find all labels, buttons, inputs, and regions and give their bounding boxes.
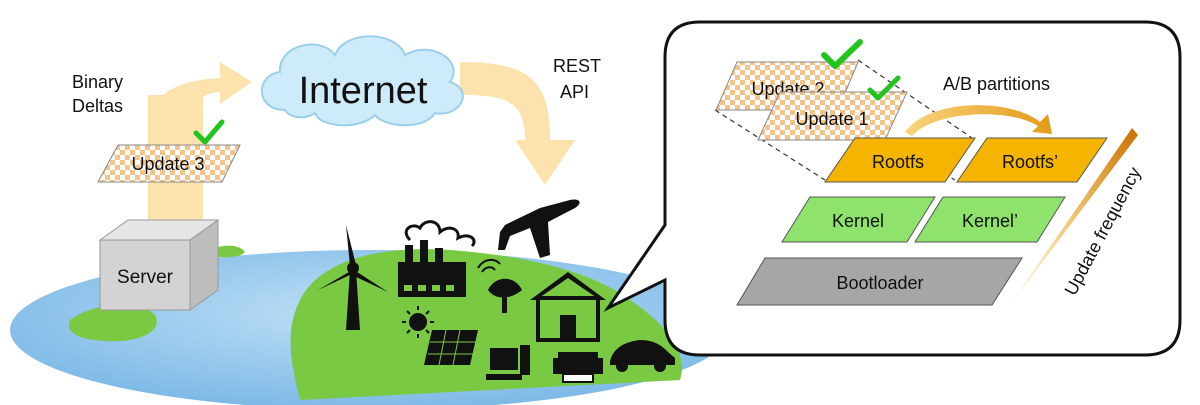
update3-check-icon bbox=[193, 119, 225, 145]
kernel-partition bbox=[781, 196, 936, 243]
rest-api-label: REST API bbox=[553, 56, 606, 102]
update-frequency-wedge bbox=[1010, 128, 1138, 305]
factory-icon bbox=[398, 240, 466, 297]
update3-label: Update 3 bbox=[131, 154, 204, 174]
kernel-b-partition bbox=[914, 196, 1066, 243]
binary-deltas-label: Binary Deltas bbox=[72, 72, 128, 116]
internet-label: Internet bbox=[299, 70, 428, 112]
bootloader-partition bbox=[736, 257, 1023, 306]
arrow-internet-to-devices bbox=[460, 62, 575, 185]
arrow-to-internet bbox=[148, 62, 252, 130]
printer-icon bbox=[553, 352, 603, 383]
smart-home-icon bbox=[530, 272, 606, 342]
rest-api-line-1: REST bbox=[553, 56, 601, 76]
binary-deltas-line-1: Binary bbox=[72, 72, 123, 92]
rest-api-line-2: API bbox=[560, 82, 589, 102]
solar-panel-icon bbox=[424, 329, 478, 366]
rootfs-b-label: Rootfs’ bbox=[1002, 152, 1058, 172]
wind-turbine-icon bbox=[318, 225, 388, 330]
airplane-icon bbox=[498, 199, 580, 258]
partition-projection-lines bbox=[714, 59, 976, 181]
server-box bbox=[98, 219, 220, 311]
bootloader-label: Bootloader bbox=[836, 273, 923, 293]
rootfs-label: Rootfs bbox=[872, 152, 924, 172]
update1-label: Update 1 bbox=[795, 109, 868, 129]
rootfs-partition bbox=[824, 137, 976, 183]
ab-partitions-label: A/B partitions bbox=[943, 74, 1050, 94]
update3-package bbox=[97, 144, 241, 183]
earth-land-left bbox=[68, 304, 157, 342]
factory-smoke-icon bbox=[404, 220, 476, 248]
update1-check-icon bbox=[867, 75, 901, 101]
server-label: Server bbox=[117, 267, 174, 288]
internet-cloud-icon bbox=[260, 35, 464, 127]
kernel-label: Kernel bbox=[832, 211, 884, 231]
satellite-dish-icon bbox=[477, 258, 522, 313]
car-icon bbox=[610, 340, 675, 372]
ab-partitions-arrow bbox=[905, 105, 1052, 136]
sun-icon bbox=[402, 306, 434, 338]
earth-land-top bbox=[210, 245, 245, 258]
update2-check-icon bbox=[821, 39, 863, 69]
kernel-b-label: Kernel’ bbox=[962, 211, 1018, 231]
computer-icon bbox=[486, 345, 530, 380]
binary-deltas-line-2: Deltas bbox=[72, 96, 123, 116]
rootfs-b-partition bbox=[956, 137, 1108, 183]
